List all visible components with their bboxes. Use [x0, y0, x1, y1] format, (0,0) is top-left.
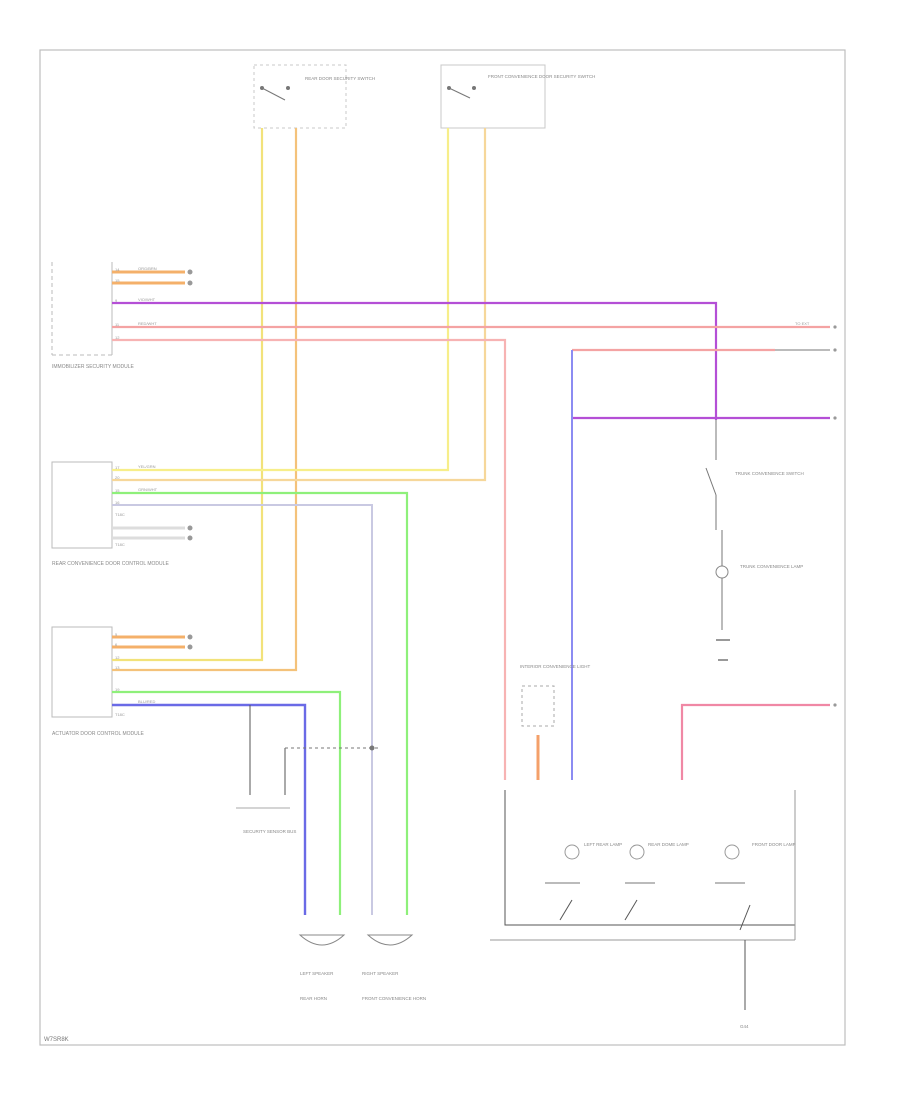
footer-code: W7SR8K	[44, 1037, 69, 1043]
wire-violet	[112, 301, 718, 420]
lamp1-label: LEFT REAR LAMP	[584, 842, 622, 847]
m1-pin-0: 14	[115, 267, 120, 272]
dome-light-label: INTERIOR CONVENIENCE LIGHT	[520, 664, 591, 669]
m3-pin-0: 5	[115, 632, 118, 637]
m3-pin-3: 13	[115, 665, 120, 670]
m1-pin-1: 15	[115, 278, 120, 283]
wire-label-red: RED/WHT	[138, 321, 157, 326]
ground-label: G44	[740, 1024, 749, 1029]
wire-label-blue: BLU/RED	[138, 699, 155, 704]
m2-pin-2: 15	[115, 488, 120, 493]
module-actuator-label: ACTUATOR DOOR CONTROL MODULE	[52, 731, 145, 737]
m2-pin-3: 16	[115, 500, 120, 505]
wire-label-orange: ORG/BRN	[138, 266, 157, 271]
wire-red-2	[112, 338, 507, 780]
module-rear-convenience: REAR CONVENIENCE DOOR CONTROL MODULE	[51, 461, 169, 567]
m2-pin-stubs	[112, 525, 193, 541]
m2-pin-5: T18C	[115, 542, 125, 547]
dome-light-module: INTERIOR CONVENIENCE LIGHT	[520, 664, 591, 727]
wire-green-2	[112, 690, 342, 915]
left-horn-label: REAR HORN	[300, 996, 327, 1001]
m3-pin-5: T18C	[115, 712, 125, 717]
lamp2-label: REAR DOME LAMP	[648, 842, 689, 847]
wire-label-yellow: YEL/GRN	[138, 464, 156, 469]
trunk-switch: TRUNK CONVENIENCE SWITCH	[705, 420, 804, 530]
wire-green-1	[112, 491, 409, 915]
wire-label-violet: VIO/WHT	[138, 297, 156, 302]
rear-door-switch: REAR DOOR SECURITY SWITCH	[253, 64, 375, 129]
front-door-switch-label: FRONT CONVENIENCE DOOR SECURITY SWITCH	[488, 74, 595, 79]
front-door-switch: FRONT CONVENIENCE DOOR SECURITY SWITCH	[440, 64, 595, 129]
wire-orange-1	[112, 128, 298, 672]
m1-pin-2: 9	[115, 298, 118, 303]
m2-pin-0: 17	[115, 465, 120, 470]
trunk-lamp: TRUNK CONVENIENCE LAMP	[715, 530, 803, 661]
m3-pin-4: 19	[115, 687, 120, 692]
right-speaker: RIGHT SPEAKER FRONT CONVENIENCE HORN	[362, 934, 426, 1001]
right-speaker-label: RIGHT SPEAKER	[362, 971, 399, 976]
m2-pin-1: 20	[115, 475, 120, 480]
edge-connectors	[833, 325, 837, 707]
trunk-switch-label: TRUNK CONVENIENCE SWITCH	[735, 471, 804, 476]
m1-pin-stubs	[112, 269, 193, 286]
m1-pin-4: 12	[115, 335, 120, 340]
module-immobilizer-label: IMMOBILIZER SECURITY MODULE	[52, 364, 135, 370]
lamp-block: LEFT REAR LAMP REAR DOME LAMP FRONT DOOR…	[490, 790, 796, 1029]
m3-pin-2: 12	[115, 655, 120, 660]
wire-grey-1	[112, 504, 373, 915]
m1-pin-3: 11	[115, 322, 120, 327]
trunk-lamp-label: TRUNK CONVENIENCE LAMP	[740, 564, 803, 569]
diagram-border	[39, 49, 846, 1046]
module-immobilizer: IMMOBILIZER SECURITY MODULE	[51, 262, 135, 370]
wire-pink-right	[680, 703, 830, 780]
wire-yellow-2	[112, 128, 450, 472]
m2-pin-4: T18C	[115, 512, 125, 517]
left-speaker: LEFT SPEAKER REAR HORN	[298, 934, 346, 1001]
rear-door-switch-label: REAR DOOR SECURITY SWITCH	[305, 76, 375, 81]
m3-pin-stubs	[112, 634, 193, 650]
wire-yellow-1	[112, 128, 264, 662]
wire-label-green: GRN/WHT	[138, 487, 158, 492]
module-actuator: ACTUATOR DOOR CONTROL MODULE	[51, 626, 145, 737]
wire-label-ext: TO EXT	[795, 321, 810, 326]
ground-junction-label: SECURITY SENSOR BUS	[243, 829, 296, 834]
right-horn-label: FRONT CONVENIENCE HORN	[362, 996, 426, 1001]
lamp3-label: FRONT DOOR LAMP	[752, 842, 796, 847]
m3-pin-1: 6	[115, 642, 118, 647]
wire-orange-2	[112, 128, 487, 482]
module-rear-label: REAR CONVENIENCE DOOR CONTROL MODULE	[52, 561, 169, 567]
wire-blue-2	[112, 703, 307, 915]
left-speaker-label: LEFT SPEAKER	[300, 971, 334, 976]
wire-labels: ORG/BRN VIO/WHT RED/WHT GRN/WHT BLU/RED …	[138, 266, 810, 704]
